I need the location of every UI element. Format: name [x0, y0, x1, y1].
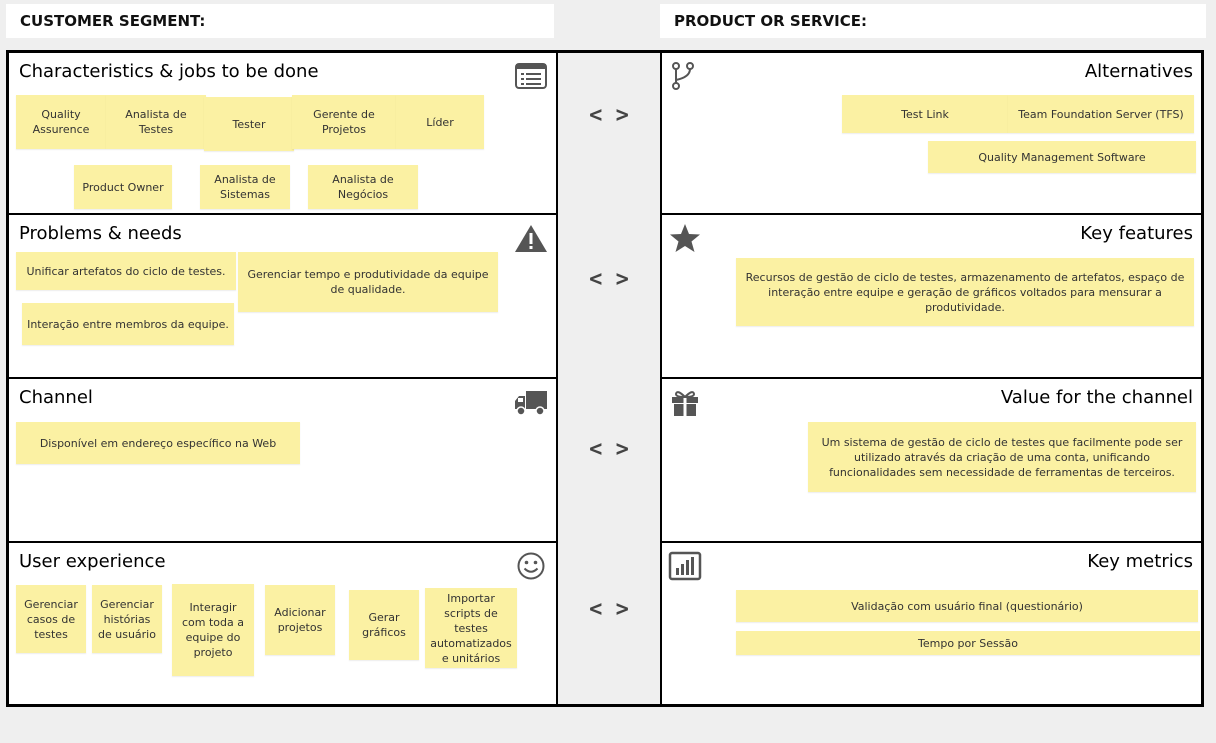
sticky-note[interactable]: Disponível em endereço específico na Web: [16, 422, 300, 464]
sticky-note[interactable]: Um sistema de gestão de ciclo de testes …: [808, 422, 1196, 492]
sticky-note[interactable]: Interagir com toda a equipe do projeto: [172, 584, 254, 676]
sticky-note[interactable]: Interação entre membros da equipe.: [22, 303, 234, 345]
connector-arrows: < >: [589, 437, 629, 462]
key-features-title: Key features: [1080, 223, 1193, 244]
sticky-note[interactable]: Team Foundation Server (TFS): [1008, 95, 1194, 133]
alternatives-title: Alternatives: [1084, 61, 1193, 82]
alternatives-panel: Alternatives Test Link Team Foundation S…: [660, 53, 1201, 215]
sticky-note[interactable]: Gerar gráficos: [349, 590, 419, 660]
connector-arrows: < >: [589, 103, 629, 128]
problems-title: Problems & needs: [19, 223, 182, 244]
characteristics-panel: Characteristics & jobs to be done Qualit…: [9, 53, 558, 215]
connector-arrows: < >: [589, 597, 629, 622]
characteristics-title: Characteristics & jobs to be done: [19, 61, 319, 82]
canvas-board: Characteristics & jobs to be done Qualit…: [6, 50, 1204, 707]
value-channel-panel: Value for the channel Um sistema de gest…: [660, 379, 1201, 543]
value-channel-title: Value for the channel: [1000, 387, 1193, 408]
sticky-note[interactable]: Product Owner: [74, 165, 172, 209]
bar-chart-icon: [668, 551, 702, 581]
sticky-note[interactable]: Tempo por Sessão: [736, 631, 1200, 655]
user-experience-panel: User experience Gerenciar casos de teste…: [9, 543, 558, 704]
channel-panel: Channel Disponível em endereço específic…: [9, 379, 558, 543]
user-experience-title: User experience: [19, 551, 166, 572]
sticky-note[interactable]: Adicionar projetos: [265, 585, 335, 655]
customer-segment-header: CUSTOMER SEGMENT:: [6, 4, 554, 38]
problems-panel: Problems & needs Unificar artefatos do c…: [9, 215, 558, 379]
sticky-note[interactable]: Recursos de gestão de ciclo de testes, a…: [736, 258, 1194, 326]
sticky-note[interactable]: Validação com usuário final (questionári…: [736, 590, 1198, 622]
sticky-note[interactable]: Gerenciar casos de testes: [16, 585, 86, 653]
sticky-note[interactable]: Gerente de Projetos: [292, 95, 396, 149]
sticky-note[interactable]: Quality Assurence: [16, 95, 106, 149]
sticky-note[interactable]: Importar scripts de testes automatizados…: [425, 588, 517, 668]
sticky-note[interactable]: Gerenciar tempo e produtividade da equip…: [238, 252, 498, 312]
sticky-note[interactable]: Gerenciar histórias de usuário: [92, 585, 162, 653]
product-or-service-header: PRODUCT OR SERVICE:: [660, 4, 1206, 38]
gift-icon: [672, 391, 698, 416]
list-icon: [515, 63, 547, 89]
sticky-note[interactable]: Unificar artefatos do ciclo de testes.: [16, 252, 236, 290]
key-metrics-panel: Key metrics Validação com usuário final …: [660, 543, 1201, 704]
star-icon: [670, 224, 700, 252]
key-features-panel: Key features Recursos de gestão de ciclo…: [660, 215, 1201, 379]
sticky-note[interactable]: Analista de Negócios: [308, 165, 418, 209]
warning-icon: [515, 225, 547, 252]
branch-icon: [672, 62, 694, 90]
connector-arrows: < >: [589, 267, 629, 292]
truck-icon: [515, 391, 547, 416]
sticky-note[interactable]: Analista de Sistemas: [200, 165, 290, 209]
sticky-note[interactable]: Quality Management Software: [928, 141, 1196, 173]
sticky-note[interactable]: Tester: [204, 97, 294, 151]
smiley-icon: [517, 552, 545, 580]
sticky-note[interactable]: Analista de Testes: [106, 95, 206, 149]
channel-title: Channel: [19, 387, 93, 408]
key-metrics-title: Key metrics: [1087, 551, 1193, 572]
sticky-note[interactable]: Líder: [396, 95, 484, 149]
sticky-note[interactable]: Test Link: [842, 95, 1008, 133]
